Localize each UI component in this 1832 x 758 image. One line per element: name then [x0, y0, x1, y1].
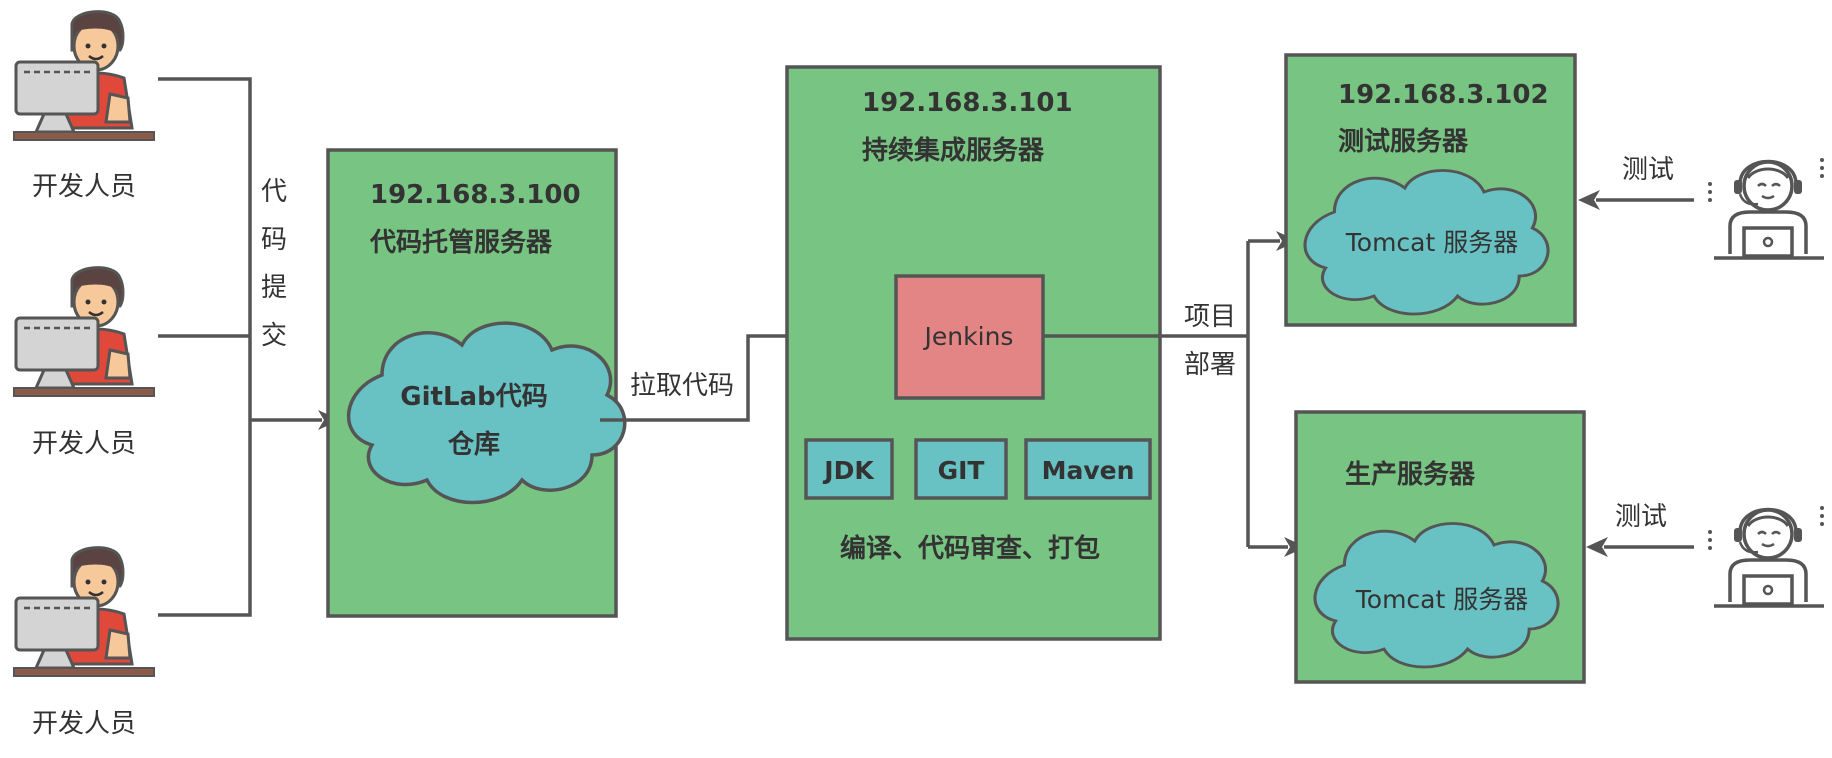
prod-cloud-label: Tomcat 服务器: [1355, 585, 1529, 614]
developer-1-label: 开发人员: [32, 172, 136, 202]
prod-server-title: 生产服务器: [1345, 460, 1476, 490]
tool-jdk-box: [804, 438, 894, 500]
test-cloud-label: Tomcat 服务器: [1345, 228, 1519, 257]
tool-jdk-label: JDK: [822, 456, 875, 485]
pull-label: 拉取代码: [630, 371, 734, 401]
tool-git-box: [914, 438, 1008, 500]
tool-git-label: GIT: [938, 456, 985, 485]
ci-server-ip: 192.168.3.101: [862, 88, 1073, 118]
developer-3-icon: [12, 546, 156, 678]
jenkins-box: [894, 274, 1045, 400]
commit-label-char-2: 码: [261, 225, 287, 255]
gitlab-cloud-line2: 仓库: [447, 429, 500, 460]
gitlab-cloud-line1: GitLab代码: [400, 382, 547, 412]
tester-1-icon: [1706, 156, 1826, 260]
developer-2-label: 开发人员: [32, 429, 136, 459]
tester-2-icon: [1706, 504, 1826, 608]
gitlab-server-title: 代码托管服务器: [369, 228, 553, 258]
deploy-label-line2: 部署: [1184, 350, 1236, 380]
tester-1-arrowhead: [1578, 190, 1600, 210]
gitlab-server-ip: 192.168.3.100: [370, 180, 581, 210]
commit-label-char-4: 交: [261, 321, 287, 351]
tool-maven-label: Maven: [1042, 456, 1135, 485]
test-server-title: 测试服务器: [1338, 127, 1469, 157]
developer-1-icon: [12, 10, 156, 142]
tester-2-label: 测试: [1615, 502, 1667, 532]
developer-2-icon: [12, 266, 156, 398]
developer-3-label: 开发人员: [32, 709, 136, 739]
commit-label-char-1: 代: [261, 177, 287, 207]
tester-1-label: 测试: [1622, 155, 1674, 185]
gitlab-cloud-icon: [346, 321, 627, 505]
ci-caption: 编译、代码审查、打包: [840, 533, 1100, 564]
commit-bracket-line: [158, 77, 252, 617]
deploy-label-line1: 项目: [1184, 302, 1236, 332]
test-server-ip: 192.168.3.102: [1338, 80, 1549, 110]
tool-maven-box: [1024, 438, 1152, 500]
ci-server-title: 持续集成服务器: [862, 135, 1045, 166]
jenkins-label: Jenkins: [923, 322, 1014, 351]
commit-label-char-3: 提: [261, 273, 287, 303]
tester-2-arrowhead: [1586, 537, 1608, 557]
